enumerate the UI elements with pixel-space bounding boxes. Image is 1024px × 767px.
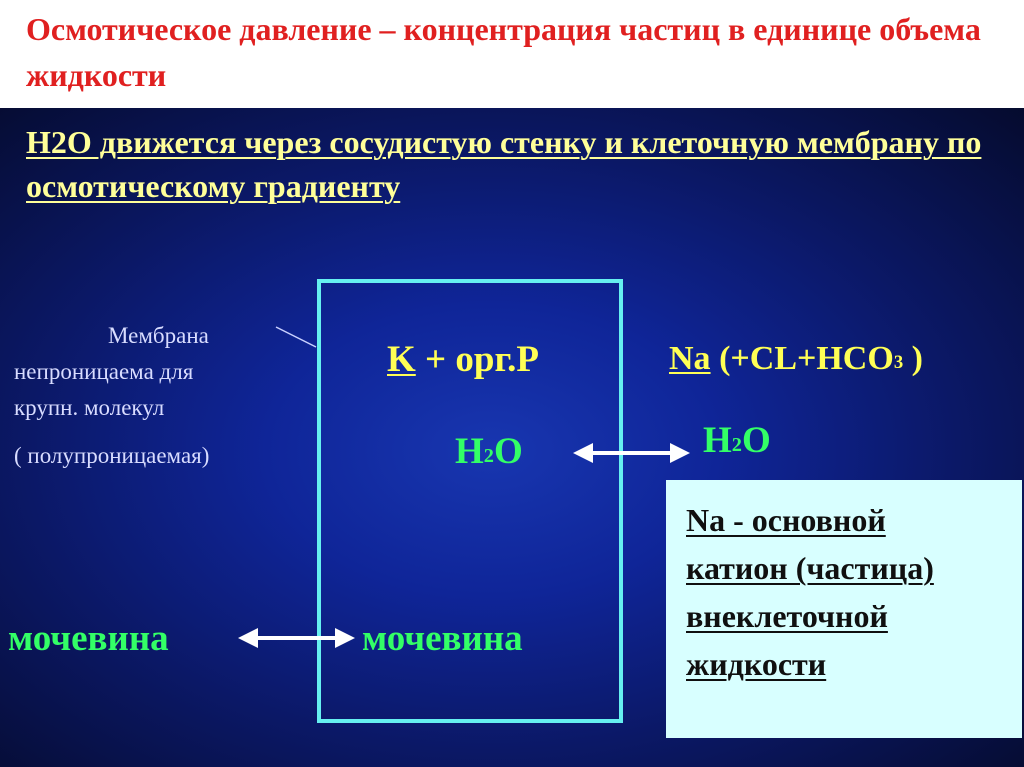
info-line3: внеклеточной bbox=[686, 598, 888, 634]
water-h: H bbox=[455, 431, 484, 472]
extracellular-water: H2O bbox=[703, 419, 771, 462]
water-o: O bbox=[493, 431, 523, 472]
title-bar: Осмотическое давление – концентрация час… bbox=[0, 0, 1024, 108]
sodium-label: Na bbox=[669, 340, 711, 377]
info-line2: катион (частица) bbox=[686, 550, 934, 586]
potassium-label: K bbox=[387, 339, 416, 380]
membrane-label-line2: непроницаема для bbox=[14, 359, 194, 384]
membrane-label-line3: крупн. молекул bbox=[14, 395, 165, 420]
membrane-label-line1: Мембрана bbox=[108, 323, 209, 348]
org-phosphate-label: + орг.Р bbox=[415, 339, 539, 380]
membrane-label-line4: ( полупроницаемая) bbox=[14, 443, 210, 468]
anions-label-a: (+CL+HCO bbox=[710, 340, 894, 377]
cell-membrane-box bbox=[317, 279, 623, 723]
subtitle-text: H2O движется через сосудистую стенку и к… bbox=[26, 124, 982, 204]
info-line1: Na - основной bbox=[686, 502, 886, 538]
intracellular-urea: мочевина bbox=[362, 618, 523, 659]
water-h: H bbox=[703, 420, 732, 461]
anions-label-b: ) bbox=[903, 340, 923, 377]
water-sub: 2 bbox=[731, 433, 742, 456]
sodium-info-box: Na - основной катион (частица) внеклеточ… bbox=[666, 480, 1022, 738]
intracellular-water: H2O bbox=[455, 430, 523, 473]
slide-title: Осмотическое давление – концентрация час… bbox=[26, 11, 981, 93]
intracellular-ions: K + орг.Р bbox=[387, 338, 539, 381]
extracellular-ions: Na (+CL+HCO3 ) bbox=[669, 340, 923, 378]
anions-subscript: 3 bbox=[893, 352, 904, 374]
slide-subtitle: H2O движется через сосудистую стенку и к… bbox=[26, 120, 1016, 208]
extracellular-urea: мочевина bbox=[8, 618, 169, 659]
water-o: O bbox=[741, 420, 771, 461]
water-sub: 2 bbox=[483, 444, 494, 467]
info-line4: жидкости bbox=[686, 646, 827, 682]
